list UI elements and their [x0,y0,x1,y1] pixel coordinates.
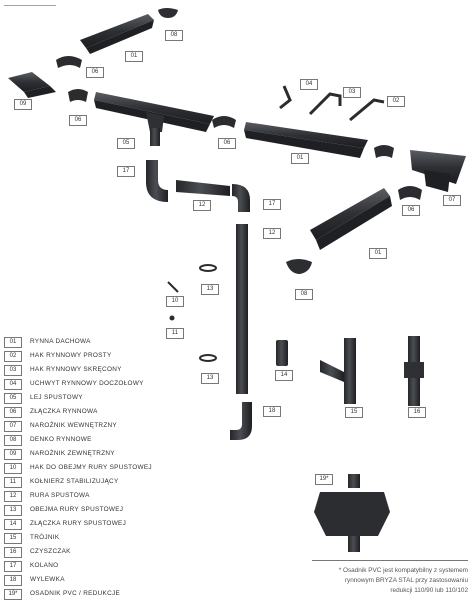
end-cap-part-08-lower [286,259,312,274]
footnote-line: * Osadnik PVC jest kompatybilny z system… [338,567,468,574]
inner-corner-part-07 [410,150,466,192]
legend-label: HAK RYNNOWY PROSTY [30,352,112,359]
legend-label: KOŁNIERZ STABILIZUJĄCY [30,478,119,485]
tag-06-top: 06 [86,67,104,78]
tag-15: 15 [345,407,363,418]
tag-10: 10 [166,296,184,307]
tag-01-middle: 01 [291,153,309,164]
legend-label: RURA SPUSTOWA [30,492,90,499]
tag-06-left: 06 [69,115,87,126]
legend-number: 05 [4,393,22,404]
pvc-settler-part-19 [314,474,390,552]
elbow-part-17-right [232,184,250,212]
legend-number: 12 [4,491,22,502]
legend-label: OBEJMA RURY SPUSTOWEJ [30,506,124,513]
footnote-line: rynnowym BRYZA STAL przy zastosowaniu [344,577,468,584]
tag-05: 05 [117,138,135,149]
tag-19: 19* [315,474,333,485]
legend-label: ZŁĄCZKA RYNNOWA [30,408,98,415]
tag-16: 16 [408,407,426,418]
tag-04: 04 [300,79,318,90]
clip-hook-part-10 [167,281,179,293]
tag-01-top: 01 [125,51,143,62]
outlet-part-18 [230,402,252,440]
pipe-clip-part-13-upper [199,264,217,272]
legend-label: OSADNIK PVC / REDUKCJE [30,590,121,597]
tag-08-lower: 08 [295,289,313,300]
legend-label: DENKO RYNNOWE [30,436,92,443]
stabilizing-collar-part-11 [169,315,175,321]
pipe-clip-part-13-lower [199,354,217,362]
tag-13-lower: 13 [201,373,219,384]
elbow-part-17-top [146,160,168,202]
pipe-connector-part-14 [276,340,288,366]
legend-label: TRÓJNIK [30,534,60,541]
gutter-part-01-middle [244,122,368,158]
legend-number: 07 [4,421,22,432]
connector-part-06-top [56,56,82,68]
tag-09: 09 [14,99,32,110]
legend-number: 18 [4,575,22,586]
gutter-part-01-top [80,14,154,54]
tag-03: 03 [343,87,361,98]
downpipe-part-12-long [236,224,248,394]
cleanout-part-16 [404,336,424,406]
outer-corner-part-09 [8,72,56,98]
connector-part-06-lower [398,186,422,200]
gutter-part-with-outlet-05 [94,92,214,146]
footnote-line: redukcji 110/90 lub 110/102 [390,587,468,594]
tag-18: 18 [263,406,281,417]
tag-02: 02 [387,96,405,107]
legend-number: 10 [4,463,22,474]
legend-number: 14 [4,519,22,530]
legend-number: 02 [4,351,22,362]
tag-12-long: 12 [263,228,281,239]
legend-number: 06 [4,407,22,418]
legend-number: 17 [4,561,22,572]
legend-label: ZŁĄCZKA RURY SPUSTOWEJ [30,520,127,527]
tag-06-lower: 06 [402,205,420,216]
tag-14: 14 [275,370,293,381]
connector-part-06-right [374,145,394,158]
legend-label: WYLEWKA [30,576,65,583]
gutter-part-01-lower [310,188,392,250]
legend-number: 04 [4,379,22,390]
legend-label: UCHWYT RYNNOWY DOCZOŁOWY [30,380,144,387]
hook-parts-04-03-02 [279,85,385,122]
legend-number: 08 [4,435,22,446]
tee-part-15 [320,338,356,404]
legend-number: 16 [4,547,22,558]
tag-06-middle: 06 [218,138,236,149]
legend-label: NAROŻNIK ZEWNĘTRZNY [30,450,115,457]
connector-part-06-middle [212,116,236,128]
legend-number: 13 [4,505,22,516]
tag-07: 07 [443,195,461,206]
legend-number: 11 [4,477,22,488]
connector-part-06-left [68,89,88,102]
tag-12-short: 12 [193,200,211,211]
tag-11: 11 [166,328,184,339]
legend-label: HAK RYNNOWY SKRĘCONY [30,366,122,373]
tag-17-right: 17 [263,199,281,210]
tag-08-top: 08 [165,30,183,41]
legend-label: RYNNA DACHOWA [30,338,91,345]
legend-number: 03 [4,365,22,376]
legend-label: HAK DO OBEJMY RURY SPUSTOWEJ [30,464,152,471]
footnote: * Osadnik PVC jest kompatybilny z system… [312,560,468,596]
legend-number: 09 [4,449,22,460]
end-cap-part-08-top [158,8,178,18]
tag-17-top: 17 [117,166,135,177]
tag-13-upper: 13 [201,284,219,295]
legend-label: KOLANO [30,562,59,569]
legend-number: 19* [4,589,22,600]
legend-label: CZYSZCZAK [30,548,71,555]
legend-number: 01 [4,337,22,348]
legend-label: NAROŻNIK WEWNĘTRZNY [30,422,117,429]
header-accent-line [4,5,56,6]
tag-01-lower: 01 [369,248,387,259]
downpipe-part-12-short [176,180,230,196]
legend-label: LEJ SPUSTOWY [30,394,83,401]
legend-number: 15 [4,533,22,544]
